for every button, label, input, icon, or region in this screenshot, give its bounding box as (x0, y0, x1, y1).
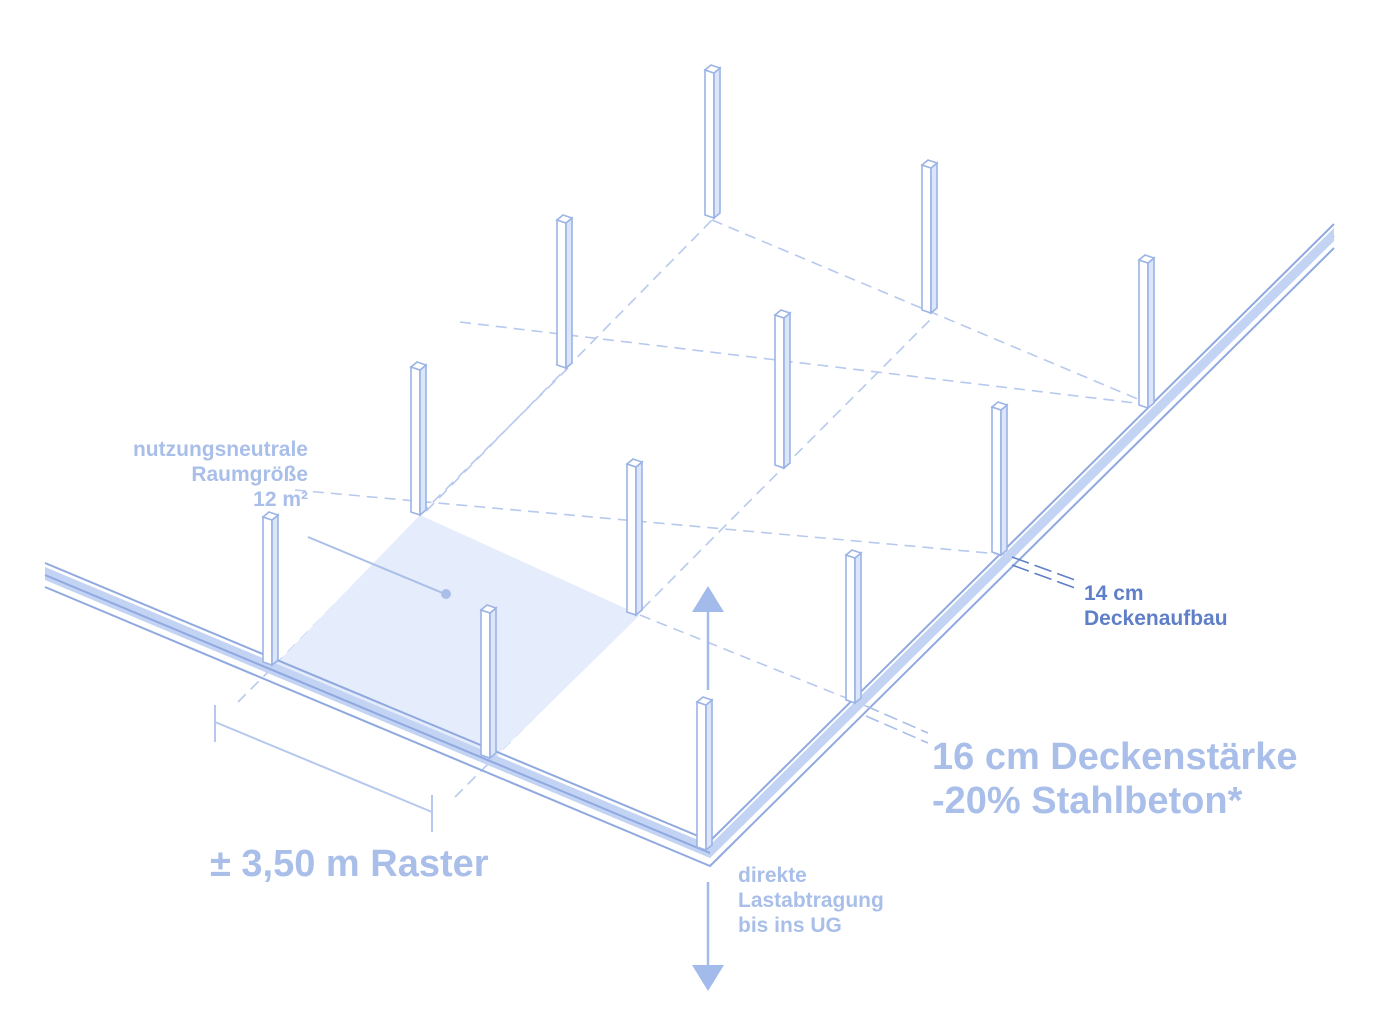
column-top (479, 604, 498, 614)
column (261, 511, 280, 667)
column-top (844, 549, 863, 559)
grid-dash-line (294, 489, 1011, 556)
load-transfer-line-2: Lastabtragung (738, 889, 884, 912)
column-face-left (410, 365, 421, 517)
grid-dimension-label: ± 3,50 m Raster (210, 843, 489, 885)
column-face-right (930, 161, 938, 315)
column-top (703, 64, 722, 74)
column-face-right (419, 363, 427, 517)
column-top (920, 159, 939, 169)
room-size-label: nutzungsneutrale Raumgröße 12 m² (133, 438, 308, 511)
column-face-right (854, 551, 862, 705)
load-transfer-line-1: direkte (738, 864, 807, 887)
column-face-left (262, 515, 273, 667)
column (1137, 254, 1156, 410)
grid-dash-line (639, 614, 867, 707)
column (555, 214, 574, 370)
column-face-right (705, 698, 713, 852)
column-face-right (783, 311, 791, 470)
room-size-line-2: Raumgröße (191, 463, 308, 486)
column-face-right (713, 66, 721, 220)
slab-front-edge (45, 567, 710, 858)
columns (261, 64, 1156, 852)
load-transfer-line-3: bis ins UG (738, 914, 842, 937)
column-face-left (626, 462, 637, 617)
grid-dash-line (274, 219, 713, 666)
column (920, 159, 939, 315)
grid-dash-line (459, 321, 1153, 406)
column-face-left (774, 313, 785, 470)
slab-side-edge (710, 228, 1334, 858)
column (844, 549, 863, 705)
slab-thickness-line-2: -20% Stahlbeton* (932, 780, 1243, 822)
column-top (555, 214, 574, 224)
column-face-left (921, 163, 932, 315)
load-transfer-label: direkte Lastabtragung bis ins UG (738, 864, 884, 937)
column-face-right (1000, 403, 1008, 557)
column (479, 604, 498, 760)
ceiling-build-line-1: 14 cm (1084, 582, 1144, 605)
column-face-left (991, 405, 1002, 557)
ceiling-build-label: 14 cm Deckenaufbau (1084, 582, 1228, 630)
column-face-left (1138, 258, 1149, 410)
column (703, 64, 722, 220)
ceiling-build-line-2: Deckenaufbau (1084, 607, 1228, 630)
column-top (625, 458, 644, 468)
column-top (1137, 254, 1156, 264)
arrow-up-icon (692, 586, 724, 690)
arrow-down-icon (692, 882, 724, 991)
slab-thickness-line-1: 16 cm Deckenstärke (932, 736, 1297, 778)
column-top (261, 511, 280, 521)
column-face-left (556, 218, 567, 370)
grid-dash-line (489, 317, 933, 763)
column-face-right (271, 513, 279, 667)
column-face-left (696, 700, 707, 852)
column-face-left (845, 553, 856, 705)
slab-thickness-label: 16 cm Deckenstärke -20% Stahlbeton* (932, 736, 1297, 822)
column-top (990, 401, 1009, 411)
column (409, 361, 428, 517)
column-top (773, 309, 792, 319)
column-face-left (480, 608, 491, 760)
room-size-line-1: nutzungsneutrale (133, 438, 308, 461)
column-face-right (489, 606, 497, 760)
grid-dimension-line (214, 705, 433, 832)
grid-lines (237, 219, 1153, 798)
column (773, 309, 792, 470)
column (695, 696, 714, 852)
column-face-right (565, 216, 573, 370)
room-footprint (275, 515, 640, 762)
column-top (695, 696, 714, 706)
room-size-line-3: 12 m² (253, 488, 308, 511)
column-top (409, 361, 428, 371)
column-face-right (1147, 256, 1155, 410)
grid-dash-line (454, 761, 491, 798)
room-leader (307, 536, 451, 599)
slab-front-edge-bottom (44, 247, 1335, 867)
column-face-left (704, 68, 715, 220)
column (625, 458, 644, 617)
thickness-leaders (865, 556, 1076, 744)
column-face-right (635, 460, 643, 617)
floor-slab (44, 223, 1335, 867)
column (990, 401, 1009, 557)
